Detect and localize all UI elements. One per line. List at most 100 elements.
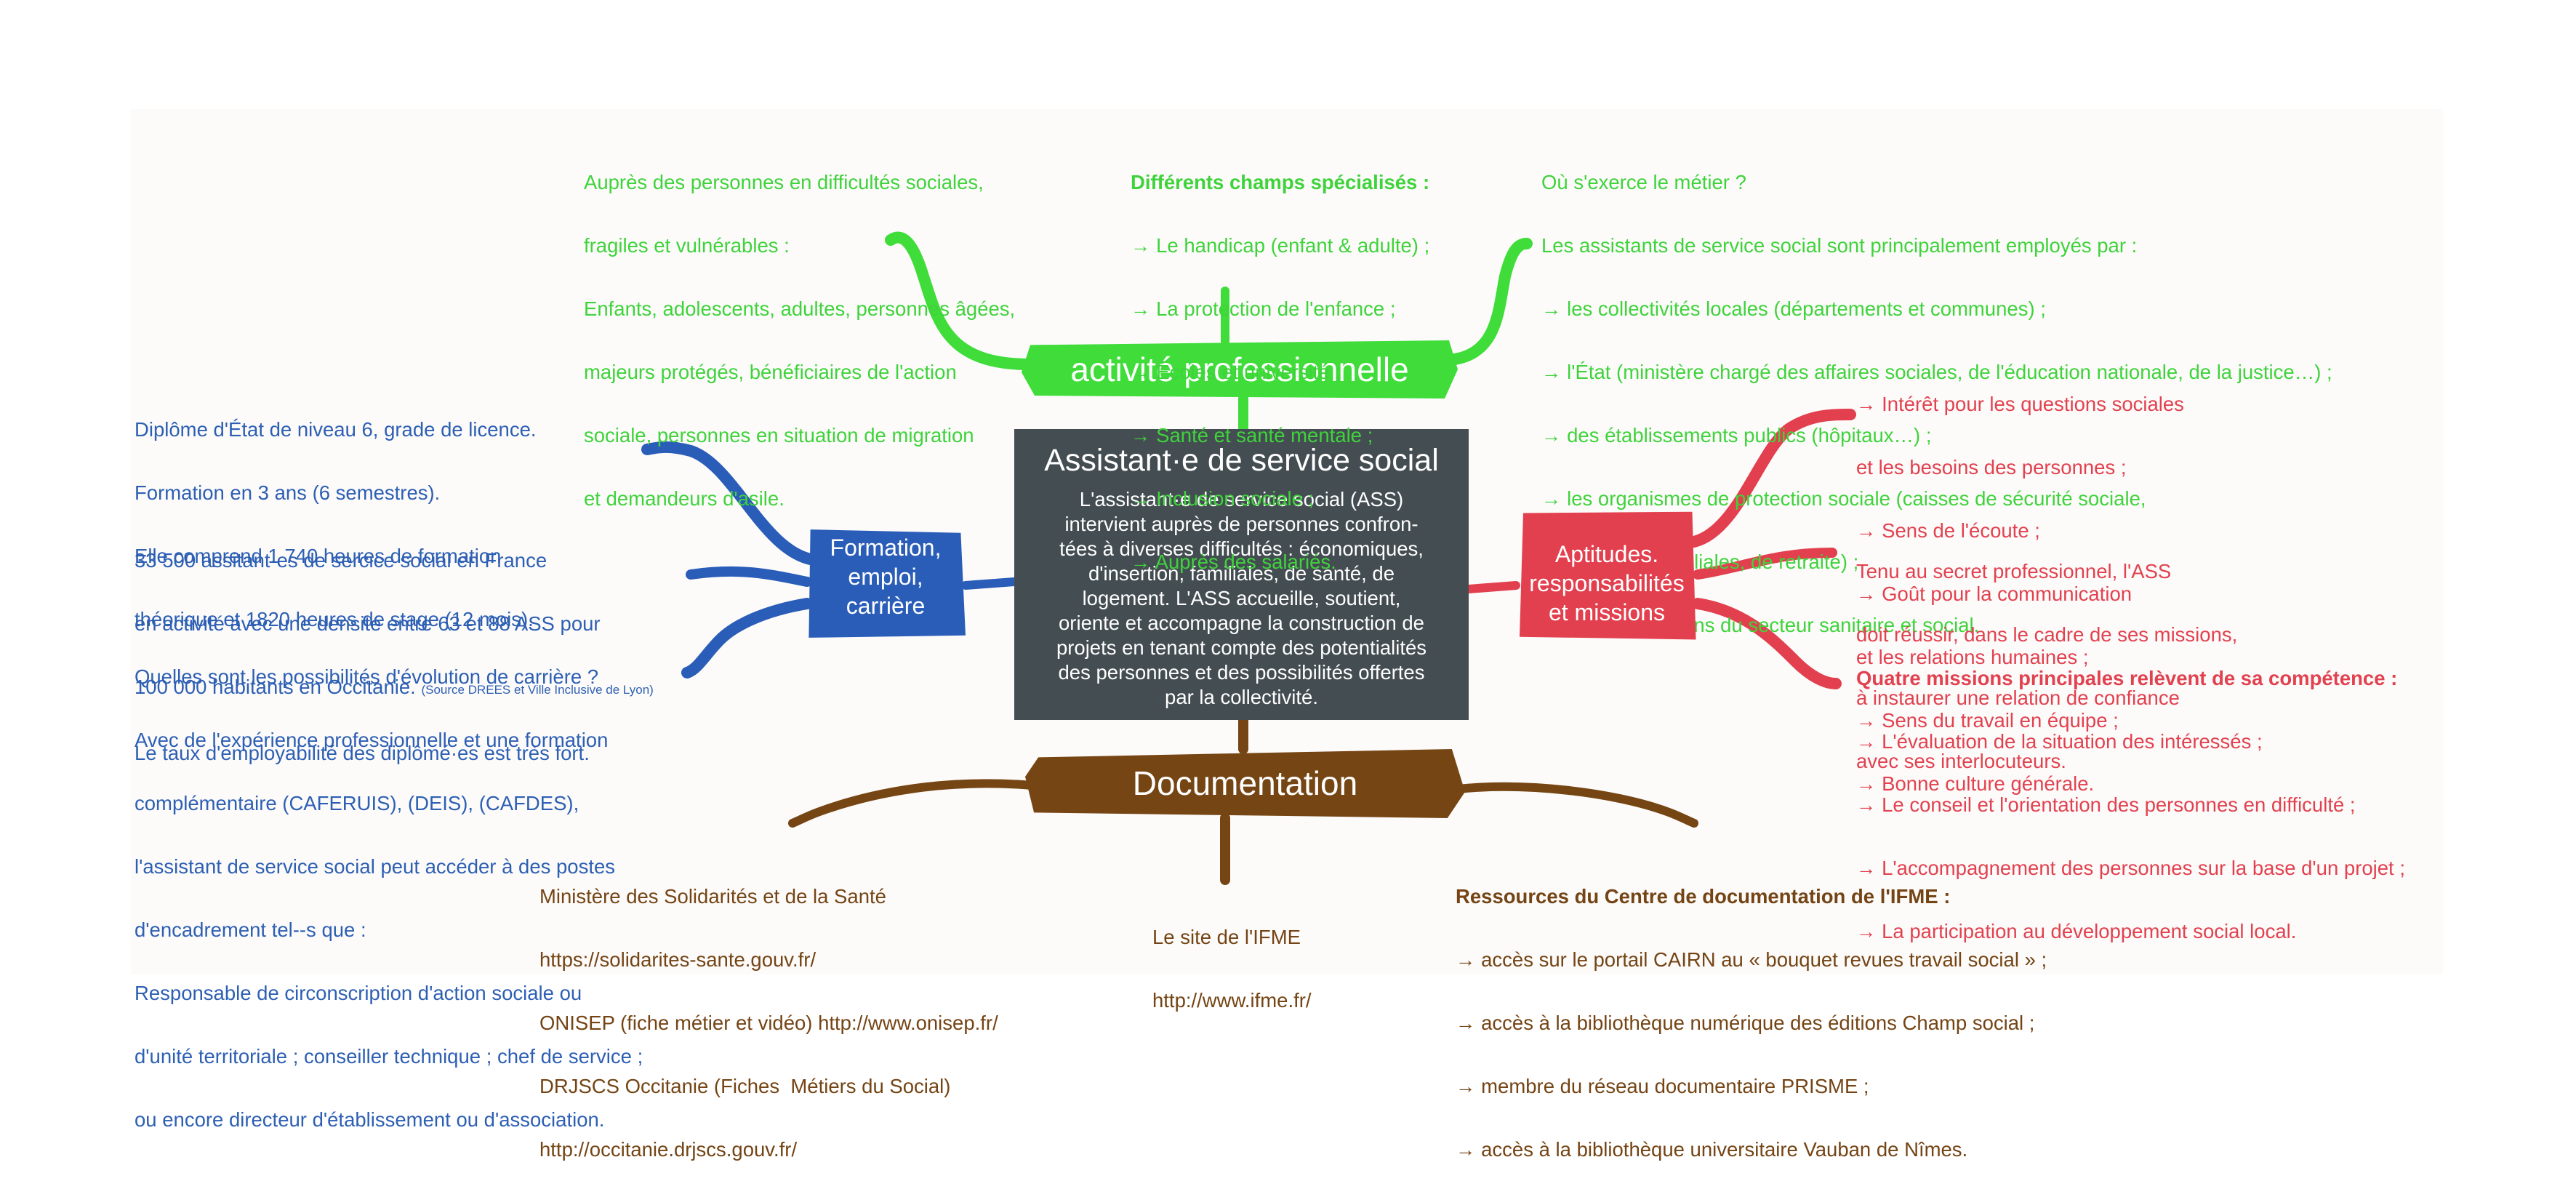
formation-carriere-line: l'assistant de service social peut accéd… xyxy=(135,855,616,878)
activite-public-line: sociale, personnes en situation de migra… xyxy=(584,424,974,447)
branch-aptitudes-top xyxy=(1688,409,1856,548)
formation-emploi-text: 33 500 assitant·es de sercice social en … xyxy=(135,508,654,785)
documentation-links-line: DRJSCS Occitanie (Fiches Métiers du Soci… xyxy=(539,1075,951,1097)
aptitudes-missions-item: → La participation au développement soci… xyxy=(1856,920,2297,942)
aptitudes-secret-text: Tenu au secret professionnel, l'ASS doit… xyxy=(1856,519,2237,793)
documentation-link[interactable]: ONISEP (fiche métier et vidéo) http://ww… xyxy=(539,1012,998,1034)
documentation-links-line: Ministère des Solidarités et de la Santé xyxy=(539,885,886,908)
documentation-ressources-item: → accès sur le portail CAIRN au « bouque… xyxy=(1456,948,2047,971)
activite-champs-item: → Santé et santé mentale ; xyxy=(1131,424,1373,447)
central-desc-line: d'insertion, familiales, de santé, de xyxy=(1088,562,1395,585)
branch-doc-right xyxy=(1453,782,1698,828)
documentation-ressources-text: Ressources du Centre de documentation de… xyxy=(1456,844,2047,1181)
activite-champs-item: → Inclusion sociale ; xyxy=(1131,487,1315,510)
aptitudes-missions-item: → Le conseil et l'orientation des person… xyxy=(1856,793,2356,816)
aptitudes-secret-line: avec ses interlocuteurs. xyxy=(1856,750,2066,772)
formation-node-line: carrière xyxy=(846,593,926,619)
branch-aptitudes-bot xyxy=(1692,598,1842,689)
central-desc-line: L'assistant·e de service social (ASS) xyxy=(1079,488,1404,511)
aptitudes-qualites-text: → Intérêt pour les questions sociales et… xyxy=(1856,351,2184,815)
documentation-link[interactable]: http://occitanie.drjscs.gouv.fr/ xyxy=(539,1138,798,1161)
documentation-link[interactable]: http://www.ifme.fr/ xyxy=(1152,989,1312,1012)
formation-carriere-line: complémentaire (CAFERUIS), (DEIS), (CAFD… xyxy=(135,792,579,814)
aptitudes-node-line: Aptitudes. xyxy=(1554,541,1659,567)
documentation-ifme-text: Le site de l'IFME http://www.ifme.fr/ xyxy=(1152,884,1312,1032)
formation-emploi-line: 33 500 assitant·es de sercice social en … xyxy=(135,549,547,572)
central-desc-line: logement. L'ASS accueille, soutient, xyxy=(1082,587,1401,609)
activite-champs-title: Différents champs spécialisés : xyxy=(1131,171,1430,193)
aptitudes-missions-item: → L'évaluation de la situation des intér… xyxy=(1856,730,2263,753)
branch-formation-top xyxy=(641,441,820,566)
formation-diplome-line: Formation en 3 ans (6 semestres). xyxy=(135,481,441,504)
central-desc-line: projets en tenant compte des potentialit… xyxy=(1056,636,1427,659)
central-desc-line: des personnes et des possibilités offert… xyxy=(1058,661,1425,684)
formation-emploi-line: en activité avec une densité entre 63 et… xyxy=(135,612,601,635)
activite-champs-item: → La protection de l'enfance ; xyxy=(1131,297,1396,320)
formation-emploi-line: Le taux d'employabilité des diplômé·es e… xyxy=(135,742,590,764)
central-desc-line: tées à diverses difficultés : économique… xyxy=(1059,537,1424,560)
central-node-title: Assistant·e de service social xyxy=(1044,443,1439,478)
activite-champs-item: → Auprès des salariés. xyxy=(1131,551,1336,573)
branch-activite-right xyxy=(1430,238,1533,367)
documentation-ressources-item: → membre du réseau documentaire PRISME ; xyxy=(1456,1075,1869,1097)
central-node-description: L'assistant·e de service social (ASS) in… xyxy=(1024,487,1458,710)
activite-lieux-line: → les collectivités locales (département… xyxy=(1541,297,2046,320)
aptitudes-secret-line: doit réussir, dans le cadre de ses missi… xyxy=(1856,623,2238,646)
documentation-ifme-line: Le site de l'IFME xyxy=(1152,926,1301,948)
branch-activite-left xyxy=(885,231,1053,370)
aptitudes-qualites-line: → Intérêt pour les questions sociales xyxy=(1856,393,2184,415)
activite-champs-item: → Le handicap (enfant & adulte) ; xyxy=(1131,234,1430,257)
activite-lieux-line: Où s'exerce le métier ? xyxy=(1541,171,1746,193)
documentation-link[interactable]: https://solidarites-sante.gouv.fr/ xyxy=(539,948,816,971)
aptitudes-secret-line: à instaurer une relation de confiance xyxy=(1856,686,2180,709)
aptitudes-node-line: responsabilités xyxy=(1529,570,1685,596)
branch-aptitudes-mid xyxy=(1693,548,1837,580)
activite-champs-text: Différents champs spécialisés : → Le han… xyxy=(1131,129,1429,593)
formation-diplome-line: Elle comprend 1 740 heures de formation xyxy=(135,545,502,567)
aptitudes-missions-text: Quatre missions principales relèvent de … xyxy=(1856,625,2405,963)
aptitudes-qualites-line: → Sens du travail en équipe ; xyxy=(1856,709,2119,732)
activite-public-line: et demandeurs d'asile. xyxy=(584,487,785,510)
central-desc-line: par la collectivité. xyxy=(1165,686,1318,708)
activite-lieux-line: Les assistants de service social sont pr… xyxy=(1541,234,2138,257)
aptitudes-qualites-line: et les relations humaines ; xyxy=(1856,646,2089,668)
formation-diplome-line: théorique et 1820 heures de stage (12 mo… xyxy=(135,608,534,630)
activite-champs-item: → Écoles et université ; xyxy=(1131,361,1341,383)
aptitudes-node-line: et missions xyxy=(1548,599,1666,625)
aptitudes-qualites-line: → Goût pour la communication xyxy=(1856,583,2132,605)
branch-formation-bot xyxy=(681,598,813,678)
branch-formation-mid xyxy=(686,566,812,587)
formation-diplome-line: Diplôme d'État de niveau 6, grade de lic… xyxy=(135,418,537,441)
formation-carriere-line: Avec de l'expérience professionnelle et … xyxy=(135,729,609,751)
activite-public-line: fragiles et vulnérables : xyxy=(584,234,790,257)
documentation-links-text: Ministère des Solidarités et de la Santé… xyxy=(539,844,998,1181)
documentation-ressources-item: → accès à la bibliothèque universitaire … xyxy=(1456,1138,1968,1161)
central-node: Assistant·e de service social L'assistan… xyxy=(1014,429,1469,720)
documentation-ressources-item: → accès à la bibliothèque numérique des … xyxy=(1456,1012,2035,1034)
formation-node: Formation, emploi, carrière xyxy=(808,529,966,638)
aptitudes-qualites-line: → Bonne culture générale. xyxy=(1856,772,2095,795)
formation-node-line: Formation, xyxy=(830,535,942,561)
formation-carriere-line: Quelles sont les possibilités d'évolutio… xyxy=(135,665,599,688)
formation-emploi-line: 100 000 habitants en Occitanie. (Source … xyxy=(135,676,654,698)
activite-lieux-line: → les organismes de protection sociale (… xyxy=(1541,487,2146,510)
aptitudes-secret-line: Tenu au secret professionnel, l'ASS xyxy=(1856,560,2172,583)
aptitudes-qualites-line: et les besoins des personnes ; xyxy=(1856,456,2127,479)
activite-public-line: Auprès des personnes en difficultés soci… xyxy=(584,171,984,193)
documentation-ressources-title: Ressources du Centre de documentation de… xyxy=(1456,885,1951,908)
mindmap-branches xyxy=(641,231,1856,885)
formation-carriere-text: Quelles sont les possibilités d'évolutio… xyxy=(135,624,643,1151)
activite-node: activité professionnelle xyxy=(1022,340,1458,399)
formation-diplome-text: Diplôme d'État de niveau 6, grade de lic… xyxy=(135,377,537,651)
activite-public-text: Auprès des personnes en difficultés soci… xyxy=(584,129,1015,530)
central-desc-line: oriente et accompagne la construction de xyxy=(1059,612,1424,634)
aptitudes-node: Aptitudes. responsabilités et missions xyxy=(1520,511,1696,640)
formation-carriere-line: Responsable de circonscription d'action … xyxy=(135,982,582,1004)
activite-public-line: majeurs protégés, bénéficiaires de l'act… xyxy=(584,361,957,383)
aptitudes-qualites-line: → Sens de l'écoute ; xyxy=(1856,519,2040,542)
documentation-node: Documentation xyxy=(1025,749,1465,818)
aptitudes-missions-title: Quatre missions principales relèvent de … xyxy=(1856,667,2398,689)
activite-public-line: Enfants, adolescents, adultes, personnes… xyxy=(584,297,1016,320)
activite-lieux-line: → l'État (ministère chargé des affaires … xyxy=(1541,361,2332,383)
aptitudes-missions-item: → L'accompagnement des personnes sur la … xyxy=(1856,857,2405,879)
